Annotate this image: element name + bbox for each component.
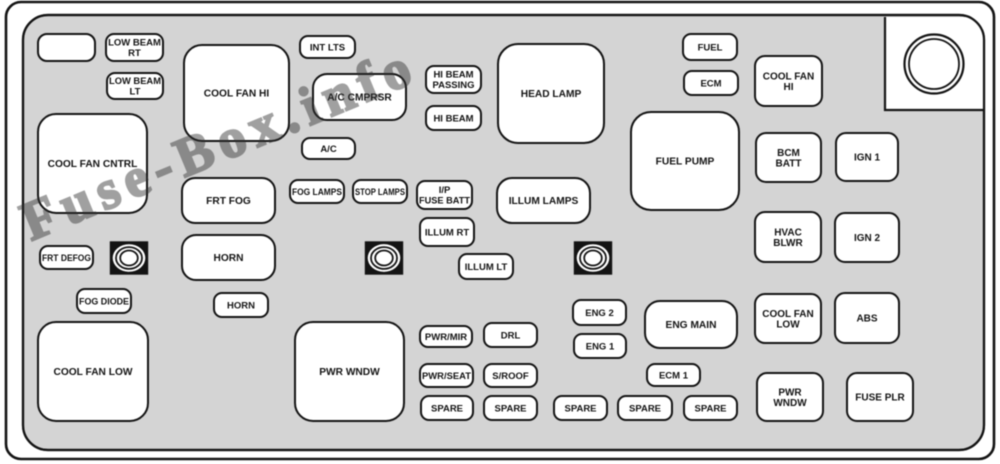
svg-text:ABS: ABS [856,314,877,325]
svg-text:COOL FAN: COOL FAN [763,71,814,82]
svg-text:SPARE: SPARE [564,403,596,414]
svg-text:BCM: BCM [777,148,800,159]
svg-text:SPARE: SPARE [431,403,463,414]
svg-text:FOG LAMPS: FOG LAMPS [292,187,342,198]
svg-text:ECM: ECM [700,78,721,89]
svg-text:ENG 1: ENG 1 [586,341,615,352]
svg-text:COOL FAN: COOL FAN [762,309,813,320]
svg-text:I/P: I/P [439,185,451,196]
svg-text:PWR/SEAT: PWR/SEAT [422,371,471,382]
svg-text:HI BEAM: HI BEAM [433,113,473,124]
svg-text:ENG 2: ENG 2 [585,308,614,319]
svg-text:FOG DIODE: FOG DIODE [79,296,129,307]
svg-text:COOL FAN LOW: COOL FAN LOW [53,367,132,378]
svg-text:HI: HI [784,82,794,93]
svg-text:FUSE BATT: FUSE BATT [419,196,470,207]
svg-text:PWR WNDW: PWR WNDW [319,367,380,378]
svg-text:SPARE: SPARE [494,403,526,414]
svg-text:STOP LAMPS: STOP LAMPS [355,187,405,198]
svg-text:HI BEAM: HI BEAM [433,70,473,81]
svg-text:WNDW: WNDW [773,398,807,409]
svg-text:ENG MAIN: ENG MAIN [666,320,717,331]
svg-text:COOL FAN CNTRL: COOL FAN CNTRL [48,159,138,170]
svg-text:RT: RT [128,48,141,59]
svg-text:FRT DEFOG: FRT DEFOG [42,253,91,264]
svg-text:S/ROOF: S/ROOF [492,371,529,382]
svg-text:IGN 2: IGN 2 [854,233,881,244]
svg-text:FRT FOG: FRT FOG [206,196,251,207]
svg-text:LOW BEAM: LOW BEAM [109,76,161,87]
svg-text:FUSE PLR: FUSE PLR [855,393,905,404]
svg-text:ILLUM LT: ILLUM LT [465,262,508,273]
svg-text:ECM 1: ECM 1 [659,370,689,381]
svg-text:IGN 1: IGN 1 [854,153,881,164]
svg-text:LOW BEAM: LOW BEAM [108,38,161,49]
svg-text:COOL FAN HI: COOL FAN HI [204,89,270,100]
svg-text:INT LTS: INT LTS [310,42,345,53]
svg-text:HEAD LAMP: HEAD LAMP [521,89,582,100]
svg-text:SPARE: SPARE [629,403,661,414]
svg-text:SPARE: SPARE [694,403,726,414]
svg-text:BATT: BATT [776,158,802,169]
svg-text:HORN: HORN [227,300,255,311]
svg-text:ILLUM RT: ILLUM RT [425,227,470,238]
svg-text:FUEL PUMP: FUEL PUMP [656,157,715,168]
svg-text:A/C CMPRSR: A/C CMPRSR [327,93,392,104]
svg-text:BLWR: BLWR [773,238,803,249]
svg-text:DRL: DRL [501,330,521,341]
svg-text:LOW: LOW [776,319,800,330]
svg-text:LT: LT [130,87,141,98]
svg-text:A/C: A/C [320,144,337,155]
svg-text:FUEL: FUEL [698,42,723,53]
svg-text:HVAC: HVAC [774,227,802,238]
svg-text:ILLUM LAMPS: ILLUM LAMPS [509,196,579,207]
svg-text:PASSING: PASSING [432,80,474,91]
svg-text:PWR/MIR: PWR/MIR [425,332,467,343]
svg-text:HORN: HORN [214,253,244,264]
svg-text:PWR: PWR [778,387,802,398]
